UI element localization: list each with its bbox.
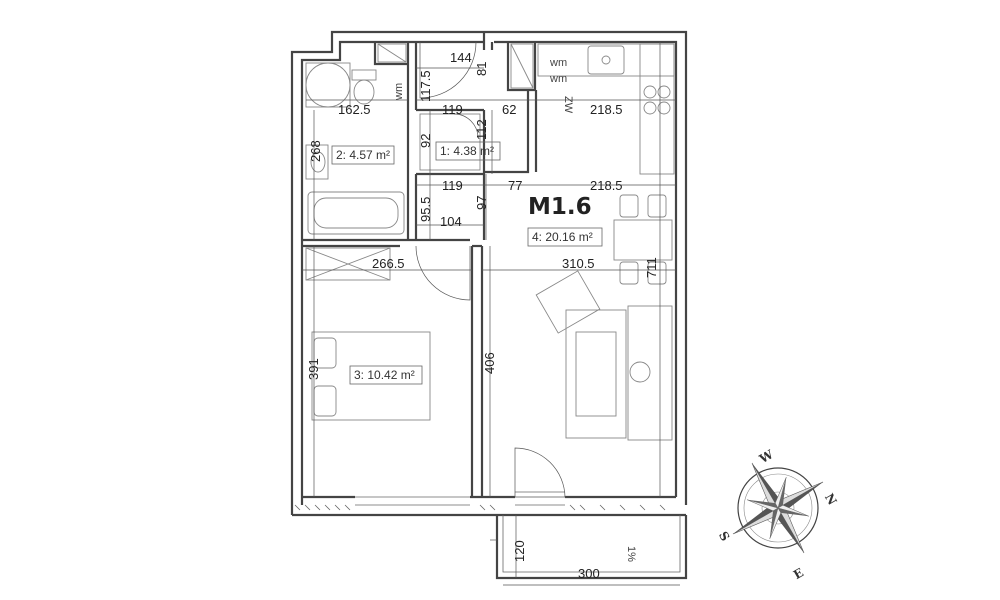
dim-81: 81 <box>474 62 489 76</box>
compass-s: S <box>716 529 732 544</box>
dim-112: 112 <box>474 119 489 140</box>
dim-218-5-top: 218.5 <box>590 102 623 117</box>
dim-117-5: 117.5 <box>418 70 433 102</box>
dimension-lines <box>302 42 680 586</box>
dim-62: 62 <box>502 102 516 117</box>
dim-95-5: 95.5 <box>418 197 433 222</box>
wall-hatching <box>294 504 666 511</box>
dim-104: 104 <box>440 214 462 229</box>
label-wm-kitchen-2: wm <box>549 73 567 85</box>
dim-120: 120 <box>512 540 527 562</box>
outer-walls <box>290 30 688 517</box>
balcony <box>490 515 688 580</box>
compass-n: N <box>822 491 840 508</box>
unit-title: M1.6 <box>528 194 592 220</box>
dim-711: 711 <box>644 257 659 278</box>
dim-119-top: 119 <box>442 102 463 117</box>
misc-labels: wm wm wm ZW 1% <box>393 57 637 562</box>
dim-119-mid: 119 <box>442 178 463 193</box>
dim-218-5-mid: 218.5 <box>590 178 623 193</box>
dim-162-5: 162.5 <box>338 102 371 117</box>
label-wm-bath: wm <box>393 83 405 101</box>
room-4-area: 4: 20.16 m² <box>532 230 593 244</box>
label-wm-kitchen-1: wm <box>549 57 567 69</box>
dim-300: 300 <box>578 566 600 581</box>
dim-310-5: 310.5 <box>562 256 595 271</box>
door-swings <box>415 41 566 498</box>
dim-391: 391 <box>306 358 321 380</box>
interior-walls <box>302 32 538 497</box>
dim-97: 97 <box>474 196 489 210</box>
compass-e: E <box>791 565 806 582</box>
dim-406: 406 <box>482 352 497 374</box>
dim-144: 144 <box>450 50 472 65</box>
compass-rose: N W S E <box>716 447 840 582</box>
furniture <box>305 43 675 441</box>
label-slope: 1% <box>625 546 637 562</box>
compass-w: W <box>756 447 776 467</box>
room-3-area: 3: 10.42 m² <box>354 368 415 382</box>
dim-77: 77 <box>508 178 522 193</box>
room-labels: 2: 4.57 m² 1: 4.38 m² 3: 10.42 m² 4: 20.… <box>331 141 603 385</box>
dim-266-5: 266.5 <box>372 256 405 271</box>
room-2-area: 2: 4.57 m² <box>336 148 390 162</box>
room-1-area: 1: 4.38 m² <box>440 144 494 158</box>
dimension-labels: 144 81 117.5 162.5 119 62 218.5 92 112 2… <box>306 50 659 581</box>
dim-92: 92 <box>418 134 433 148</box>
dim-268: 268 <box>308 140 323 162</box>
label-zw: ZW <box>562 96 574 114</box>
